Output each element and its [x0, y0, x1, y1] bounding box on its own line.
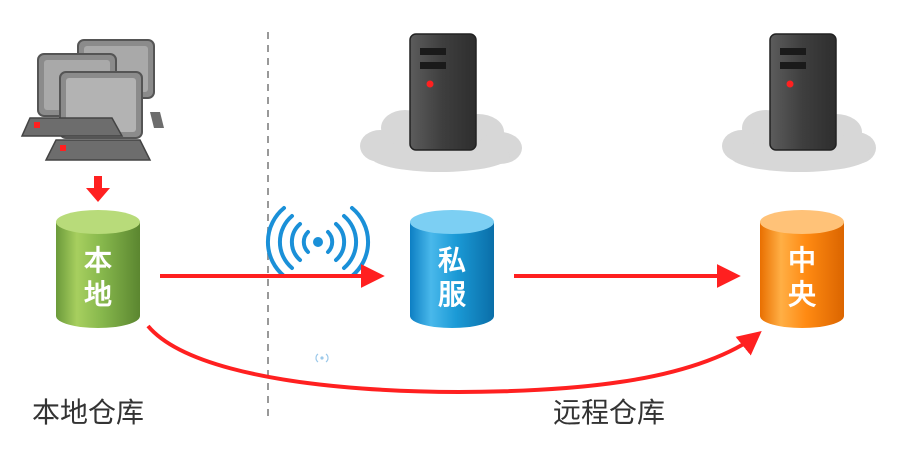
- local-repo-label-line1: 本: [84, 244, 112, 277]
- central-repo-label-line1: 中: [788, 244, 816, 277]
- private-repo-label-line1: 私: [438, 244, 466, 277]
- down-arrow-icon: [86, 176, 110, 202]
- private-repo-label-line2: 服: [438, 278, 467, 311]
- local-repository-label: 本地仓库: [32, 396, 144, 429]
- local-repo-cylinder: 本 地: [56, 210, 140, 328]
- central-repo-label-line2: 央: [788, 278, 817, 311]
- private-server-icon: [360, 33, 522, 172]
- central-repo-cylinder: 中 央: [760, 210, 844, 328]
- central-server-icon: [722, 33, 876, 172]
- private-repo-cylinder: 私 服: [410, 210, 494, 328]
- wireless-signal-icon: [266, 206, 370, 278]
- local-repo-label-line2: 地: [84, 278, 112, 311]
- small-wireless-icon: [315, 353, 329, 363]
- remote-repository-label: 远程仓库: [553, 396, 665, 429]
- workstations-icon: [20, 39, 164, 161]
- arrow-local-to-central: [146, 324, 762, 394]
